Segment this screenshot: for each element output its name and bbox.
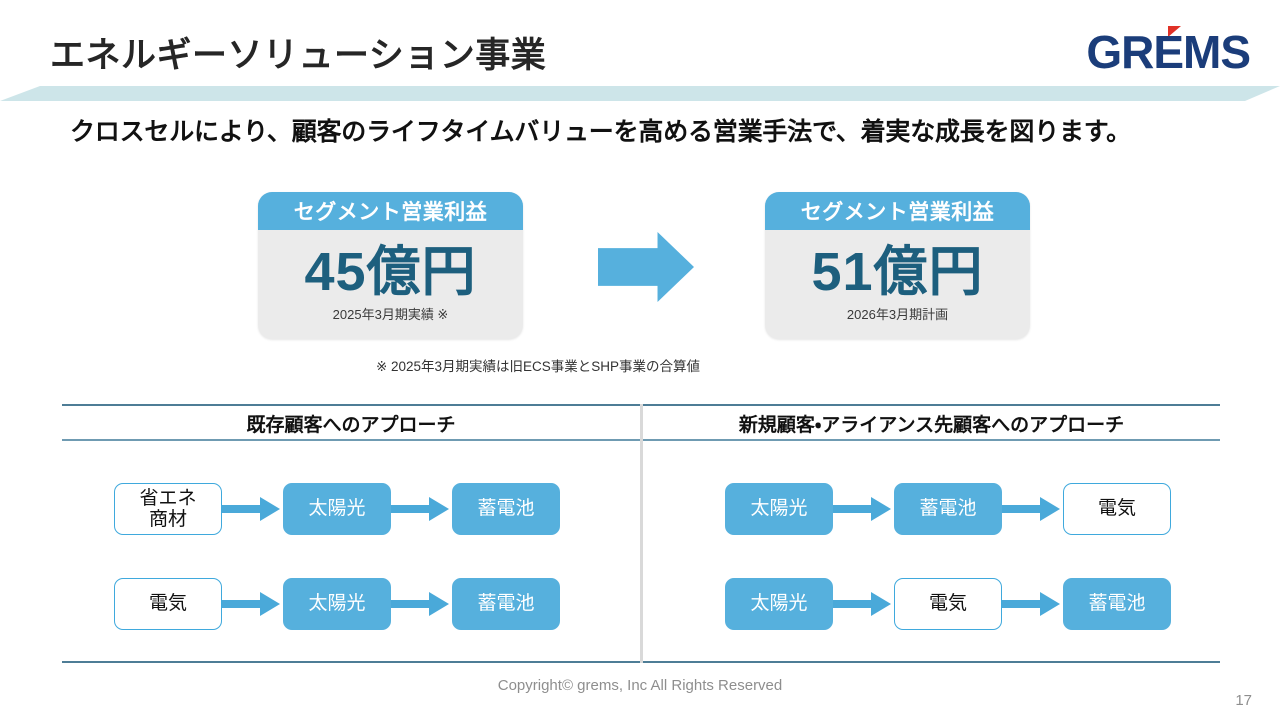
kpi-card-plan: セグメント営業利益 51億円 2026年3月期計画 — [765, 192, 1030, 339]
flow-arrow-icon — [391, 578, 452, 630]
kpi-value-plan: 51億円 — [811, 241, 984, 302]
header-accent-band — [0, 86, 1280, 101]
right-block-arrow-icon — [598, 232, 694, 302]
kpi-heading-current: セグメント営業利益 — [258, 192, 523, 230]
flow-step-box: 蓄電池 — [894, 483, 1002, 535]
flow-arrow-icon — [222, 483, 283, 535]
kpi-caption-plan: 2026年3月期計画 — [846, 307, 949, 322]
flow-step-box: 太陽光 — [725, 578, 833, 630]
flow-row: 電気 太陽光 蓄電池 — [114, 578, 560, 630]
footer-copyright: Copyright© grems, Inc All Rights Reserve… — [497, 677, 783, 694]
flow-arrow-icon — [391, 483, 452, 535]
kpi-heading-plan: セグメント営業利益 — [765, 192, 1030, 230]
flow-step-box: 電気 — [894, 578, 1002, 630]
logo-flag-icon — [1168, 26, 1181, 37]
flow-arrow-icon — [1002, 483, 1063, 535]
flow-arrow-icon — [833, 578, 894, 630]
column-divider — [640, 404, 643, 663]
grems-logo: GREMS — [1050, 24, 1251, 80]
flow-step-box: 電気 — [114, 578, 222, 630]
flow-arrow-icon — [833, 483, 894, 535]
flow-step-box: 蓄電池 — [452, 483, 560, 535]
flow-step-box: 太陽光 — [283, 578, 391, 630]
flow-step-box: 電気 — [1063, 483, 1171, 535]
flow-row: 省エネ 商材 太陽光 蓄電池 — [114, 483, 560, 535]
flow-step-box: 太陽光 — [283, 483, 391, 535]
logo-wordmark: GREMS — [1086, 26, 1251, 78]
flow-arrow-icon — [1002, 578, 1063, 630]
page-number: 17 — [1235, 692, 1252, 709]
flow-step-box: 蓄電池 — [1063, 578, 1171, 630]
kpi-footnote: ※ 2025年3月期実績は旧ECS事業とSHP事業の合算値 — [375, 359, 701, 374]
flow-step-box: 省エネ 商材 — [114, 483, 222, 535]
kpi-card-current: セグメント営業利益 45億円 2025年3月期実績 ※ — [258, 192, 523, 339]
column-heading-new: 新規顧客・アライアンス先顧客へのアプローチ — [738, 415, 1125, 436]
lead-statement: クロスセルにより、顧客のライフタイムバリューを高める営業手法で、着実な成長を図り… — [70, 118, 1131, 146]
page-title: エネルギーソリューション事業 — [50, 36, 547, 75]
flow-row: 太陽光 電気 蓄電池 — [725, 578, 1171, 630]
kpi-caption-current: 2025年3月期実績 ※ — [332, 307, 449, 322]
kpi-value-current: 45億円 — [304, 241, 477, 302]
flow-step-box: 太陽光 — [725, 483, 833, 535]
column-heading-existing: 既存顧客へのアプローチ — [246, 415, 456, 436]
flow-step-box: 蓄電池 — [452, 578, 560, 630]
flow-row: 太陽光 蓄電池 電気 — [725, 483, 1171, 535]
flow-arrow-icon — [222, 578, 283, 630]
